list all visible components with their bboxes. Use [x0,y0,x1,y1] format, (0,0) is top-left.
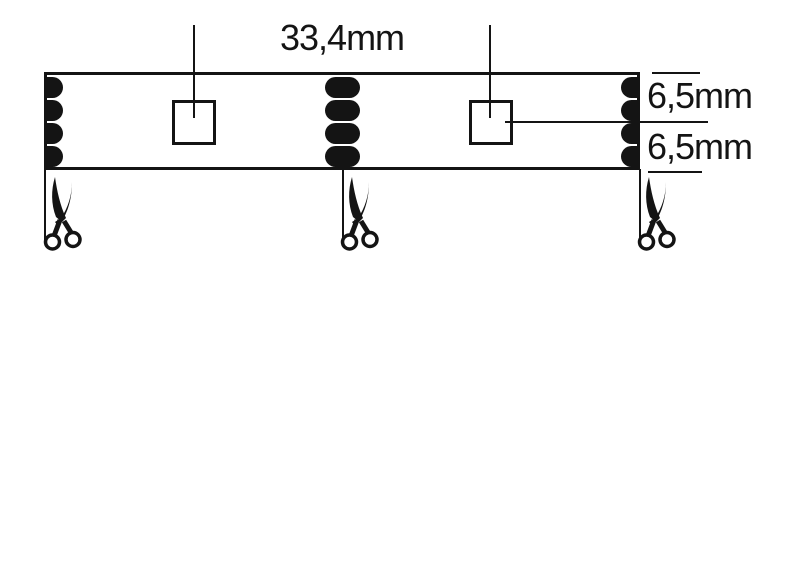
solder-pad [47,123,63,144]
solder-pad [621,100,637,121]
solder-pad [325,123,360,144]
scissors-icon [635,176,679,254]
plan-view: 33,4mm 6,5mm 6,5mm [0,0,800,260]
side-view: 6mm [0,290,800,350]
solder-pad [621,77,637,98]
leader-line [489,25,491,118]
leader-line [193,25,195,118]
solder-pad [47,146,63,167]
solder-pad [621,146,637,167]
scissors-icon [338,176,382,254]
solder-pad [325,100,360,121]
solder-pad [47,100,63,121]
solder-pad [621,123,637,144]
pitch-dimension-label: 33,4mm [280,17,405,58]
length-view: 5m [0,380,800,581]
solder-pad [325,146,360,167]
dimension-tick [652,72,700,74]
dimension-tick [648,171,702,173]
cut-line [44,169,46,243]
cut-line [342,169,344,243]
cut-line [639,169,641,243]
lower-width-label: 6,5mm [647,126,753,167]
solder-pad [325,77,360,98]
dimension-pointer-line [505,121,708,123]
upper-width-label: 6,5mm [647,75,753,116]
scissors-icon [41,176,85,254]
solder-pad [47,77,63,98]
